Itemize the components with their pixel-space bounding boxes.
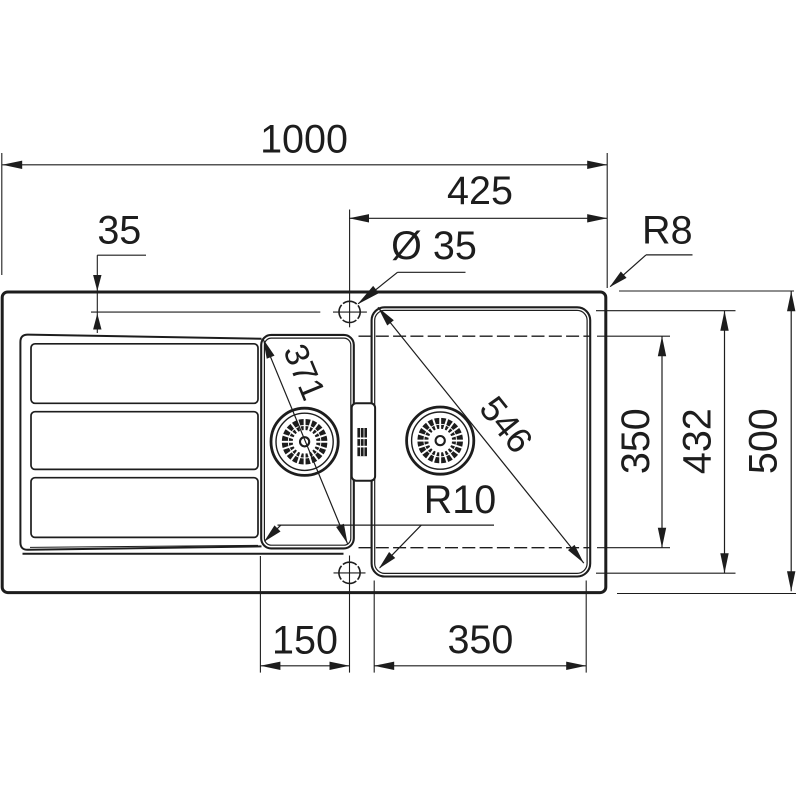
- svg-text:350: 350: [447, 618, 513, 662]
- svg-text:150: 150: [272, 619, 338, 663]
- svg-text:35: 35: [97, 209, 141, 253]
- svg-text:R8: R8: [642, 208, 693, 252]
- svg-text:1000: 1000: [260, 118, 348, 162]
- svg-text:432: 432: [675, 408, 719, 474]
- svg-text:Ø 35: Ø 35: [391, 224, 477, 268]
- svg-text:350: 350: [614, 408, 658, 474]
- svg-text:R10: R10: [424, 478, 496, 522]
- svg-text:425: 425: [447, 169, 513, 213]
- svg-text:500: 500: [742, 408, 786, 474]
